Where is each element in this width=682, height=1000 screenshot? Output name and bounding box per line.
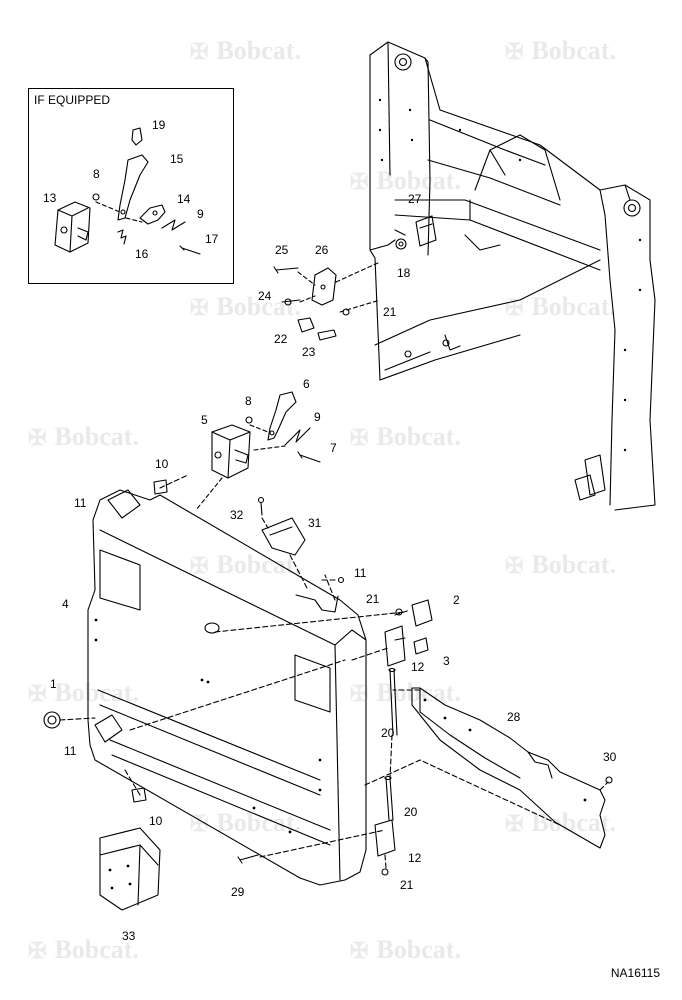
watermark: ✠Bobcat. — [350, 422, 461, 451]
callout-21: 21 — [366, 592, 380, 606]
callout-22: 22 — [274, 332, 288, 346]
callout-26: 26 — [315, 243, 329, 257]
callout-25: 25 — [275, 243, 289, 257]
inset-parts — [54, 127, 201, 255]
watermark: ✠Bobcat. — [28, 935, 139, 964]
watermark: ✠Bobcat. — [505, 550, 616, 579]
bobcat-logo-icon: ✠ — [190, 39, 209, 64]
assembly-lines — [59, 474, 609, 869]
bobcat-logo-icon: ✠ — [350, 681, 369, 706]
watermark: ✠Bobcat. — [505, 36, 616, 65]
callout-7: 7 — [330, 441, 337, 455]
callout-20: 20 — [404, 805, 418, 819]
bracket-assembly — [273, 215, 437, 341]
callout-29: 29 — [231, 885, 245, 899]
watermark: ✠Bobcat. — [28, 678, 139, 707]
callout-14: 14 — [177, 192, 191, 206]
bobcat-logo-icon: ✠ — [350, 169, 369, 194]
callout-19: 19 — [152, 118, 166, 132]
callout-10: 10 — [155, 457, 169, 471]
bobcat-logo-icon: ✠ — [190, 295, 209, 320]
figure-code: NA16115 — [610, 966, 660, 980]
bobcat-logo-icon: ✠ — [505, 39, 524, 64]
bobcat-logo-icon: ✠ — [28, 681, 47, 706]
plate-28 — [411, 687, 606, 849]
callout-5: 5 — [201, 413, 208, 427]
watermark: ✠Bobcat. — [190, 292, 301, 321]
watermark: ✠Bobcat. — [190, 36, 301, 65]
inset-title: IF EQUIPPED — [34, 93, 111, 107]
watermark: ✠Bobcat. — [505, 292, 616, 321]
watermark: ✠Bobcat. — [350, 166, 461, 195]
callout-33: 33 — [122, 929, 136, 943]
callout-11: 11 — [74, 496, 87, 510]
callout-9: 9 — [314, 410, 321, 424]
callout-10: 10 — [149, 814, 163, 828]
watermark: ✠Bobcat. — [350, 678, 461, 707]
callout-8: 8 — [245, 394, 252, 408]
callout-2: 2 — [453, 593, 460, 607]
bobcat-logo-icon: ✠ — [505, 553, 524, 578]
callout-11: 11 — [354, 566, 367, 580]
callout-15: 15 — [170, 152, 184, 166]
bobcat-logo-icon: ✠ — [505, 811, 524, 836]
callout-23: 23 — [302, 345, 316, 359]
if-equipped-inset: IF EQUIPPED — [28, 88, 234, 284]
callout-4: 4 — [62, 597, 69, 611]
callout-21: 21 — [383, 305, 397, 319]
callout-27: 27 — [408, 192, 422, 206]
latch-group — [195, 391, 321, 511]
callout-11: 11 — [64, 744, 77, 758]
callout-28: 28 — [507, 710, 521, 724]
callout-9: 9 — [197, 207, 204, 221]
bobcat-logo-icon: ✠ — [350, 938, 369, 963]
watermark: ✠Bobcat. — [28, 422, 139, 451]
callout-32: 32 — [230, 508, 244, 522]
bobcat-logo-icon: ✠ — [350, 425, 369, 450]
bobcat-logo-icon: ✠ — [28, 938, 47, 963]
callout-16: 16 — [135, 247, 149, 261]
callout-21: 21 — [400, 878, 414, 892]
bobcat-logo-icon: ✠ — [28, 425, 47, 450]
callout-1: 1 — [50, 677, 57, 691]
callout-13: 13 — [43, 191, 57, 205]
callout-24: 24 — [258, 289, 272, 303]
callout-20: 20 — [381, 726, 395, 740]
callout-6: 6 — [303, 377, 310, 391]
bobcat-logo-icon: ✠ — [505, 295, 524, 320]
callout-18: 18 — [397, 266, 411, 280]
callout-12: 12 — [408, 851, 422, 865]
watermark: ✠Bobcat. — [190, 550, 301, 579]
callout-30: 30 — [603, 750, 617, 764]
callout-12: 12 — [411, 660, 425, 674]
callout-17: 17 — [205, 232, 219, 246]
callout-8: 8 — [93, 167, 100, 181]
panel-4 — [87, 489, 367, 886]
watermark: ✠Bobcat. — [350, 935, 461, 964]
bobcat-logo-icon: ✠ — [190, 553, 209, 578]
callout-3: 3 — [443, 654, 450, 668]
main-frame — [369, 41, 656, 511]
callout-31: 31 — [308, 516, 322, 530]
